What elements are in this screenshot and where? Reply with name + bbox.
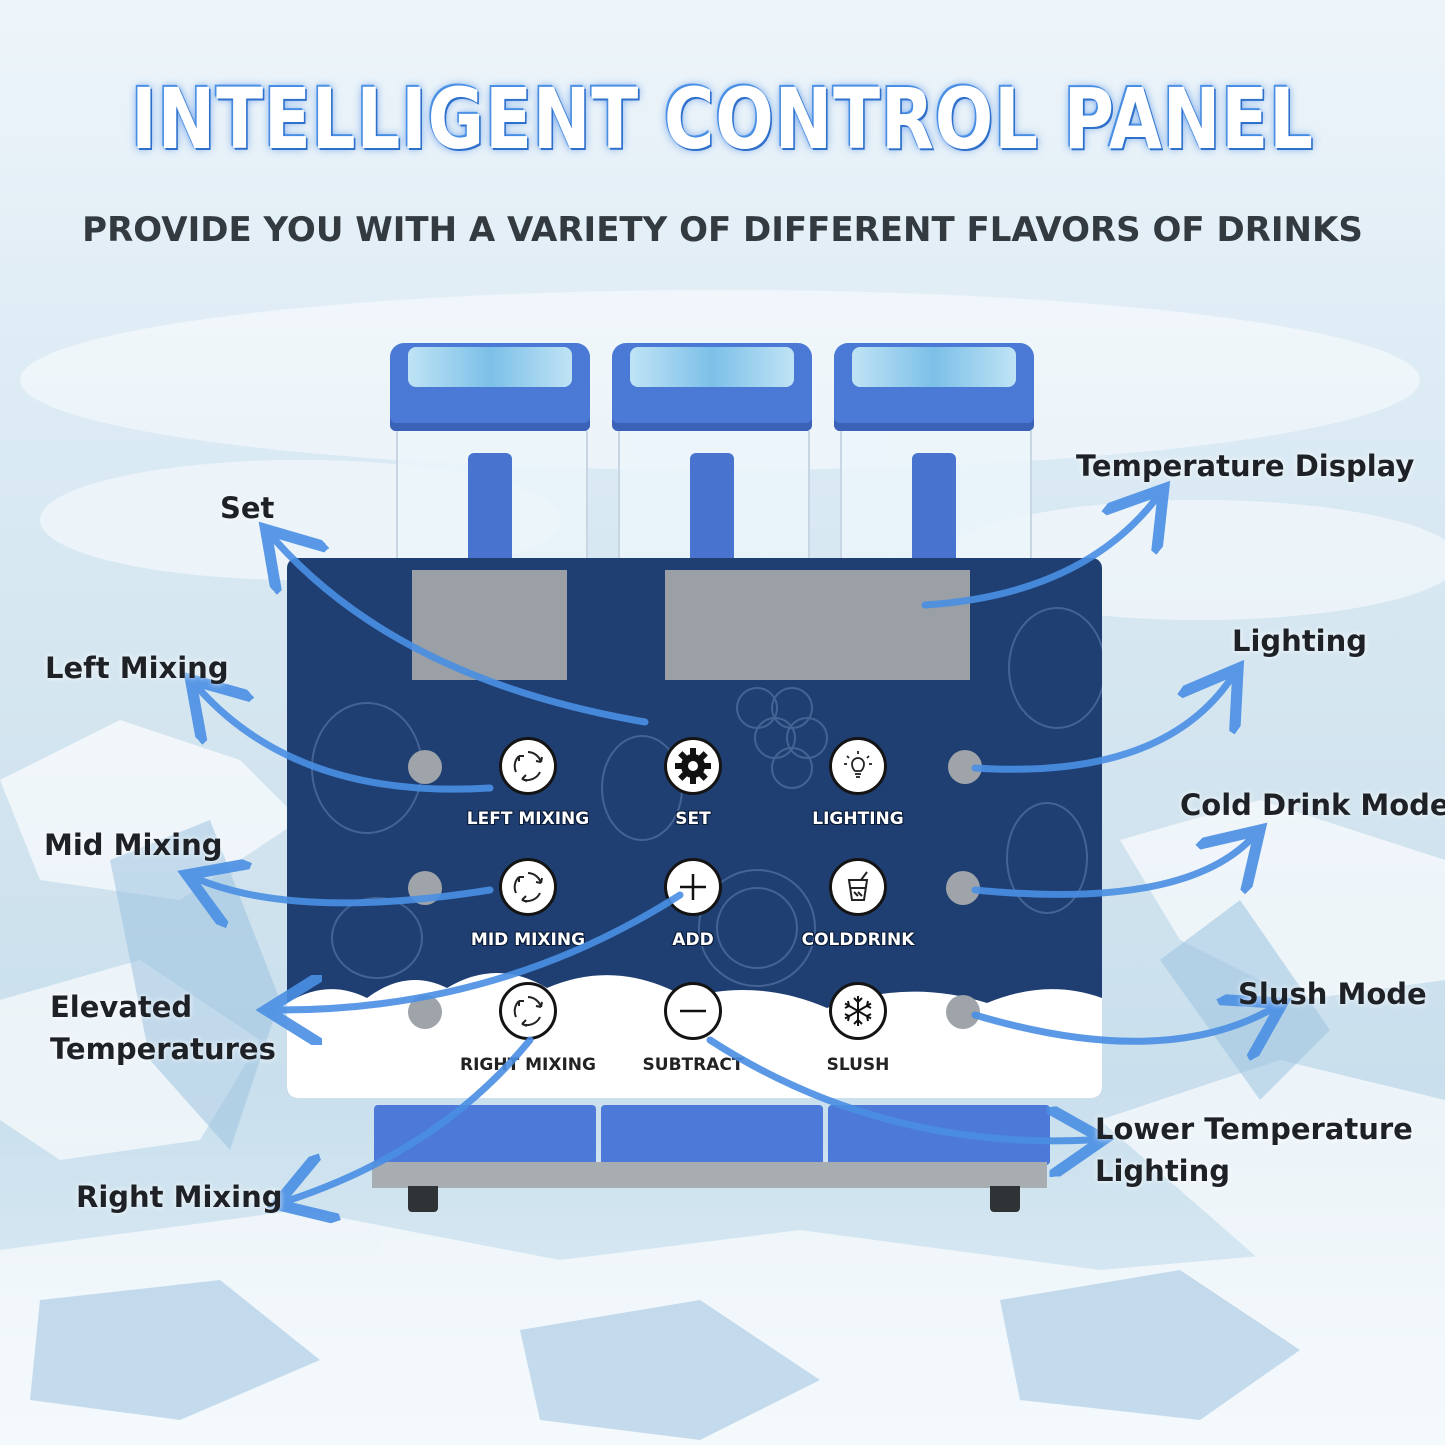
- fruit-label-graphic: [408, 347, 572, 387]
- callout-lighting: Lighting: [1232, 624, 1368, 658]
- callout-set: Set: [220, 491, 275, 525]
- rotate-arrows-icon: [513, 996, 543, 1027]
- callout-right-mixing: Right Mixing: [76, 1180, 283, 1214]
- lighting-indicator: [948, 750, 982, 784]
- callout-left-mixing: Left Mixing: [45, 651, 229, 685]
- callout-temperature-display: Temperature Display: [1076, 449, 1415, 483]
- callout-lower-temperature-line1: Lower Temperature: [1095, 1112, 1413, 1146]
- page-subtitle: PROVIDE YOU WITH A VARIETY OF DIFFERENT …: [82, 210, 1363, 250]
- fruit-label-graphic: [852, 347, 1016, 387]
- mid-mixing-button[interactable]: [499, 858, 557, 916]
- temperature-display-screen: [665, 570, 970, 680]
- mid-mixing-indicator: [408, 871, 442, 905]
- right-mixing-button[interactable]: [499, 982, 557, 1040]
- callout-lower-temperature-line2: Lighting: [1095, 1154, 1231, 1188]
- slush-button[interactable]: [829, 982, 887, 1040]
- cup-icon: [847, 871, 869, 901]
- subtract-button[interactable]: [664, 982, 722, 1040]
- plus-icon: [680, 874, 706, 900]
- callout-mid-mixing: Mid Mixing: [44, 828, 223, 862]
- callout-cold-drink-mode: Cold Drink Mode: [1180, 788, 1445, 822]
- lighting-label: LIGHTING: [812, 809, 904, 829]
- tank-middle: [612, 343, 812, 573]
- set-button[interactable]: [664, 737, 722, 795]
- callout-slush-mode: Slush Mode: [1238, 977, 1427, 1011]
- machine-base: [372, 1162, 1047, 1188]
- left-mixing-button[interactable]: [499, 737, 557, 795]
- colddrink-button[interactable]: [829, 858, 887, 916]
- page-title: INTELLIGENT CONTROL PANEL: [131, 70, 1314, 168]
- subtract-label: SUBTRACT: [642, 1055, 744, 1075]
- add-button[interactable]: [664, 858, 722, 916]
- minus-icon: [680, 1009, 706, 1013]
- callout-elevated-temperatures-line1: Elevated: [50, 990, 193, 1024]
- set-label: SET: [675, 809, 711, 829]
- bulb-icon: [844, 751, 872, 778]
- callout-elevated-temperatures-line2: Temperatures: [50, 1032, 276, 1066]
- left-mixing-label: LEFT MIXING: [466, 809, 590, 829]
- drip-tray-right: [828, 1105, 1050, 1165]
- rotate-arrows-icon: [513, 751, 543, 782]
- slush-indicator: [946, 995, 980, 1029]
- lighting-button[interactable]: [829, 737, 887, 795]
- machine-foot: [408, 1186, 438, 1212]
- rotate-arrows-icon: [513, 872, 543, 903]
- right-mixing-indicator: [408, 995, 442, 1029]
- machine-foot: [990, 1186, 1020, 1212]
- slush-label: SLUSH: [826, 1055, 890, 1075]
- fruit-label-graphic: [630, 347, 794, 387]
- add-label: ADD: [672, 930, 714, 950]
- mid-mixing-label: MID MIXING: [470, 930, 586, 950]
- gear-icon: [675, 748, 711, 784]
- snowflake-icon: [844, 996, 872, 1026]
- drip-tray-middle: [601, 1105, 823, 1165]
- control-panel: LEFT MIXING SET LIGHTING MID MIXING: [287, 558, 1102, 1098]
- colddrink-indicator: [946, 871, 980, 905]
- left-display-screen: [412, 570, 567, 680]
- drip-tray-left: [374, 1105, 596, 1165]
- colddrink-label: COLDDRINK: [801, 930, 915, 950]
- right-mixing-label: RIGHT MIXING: [460, 1055, 596, 1075]
- left-mixing-indicator: [408, 750, 442, 784]
- tank-right: [834, 343, 1034, 573]
- tank-left: [390, 343, 590, 573]
